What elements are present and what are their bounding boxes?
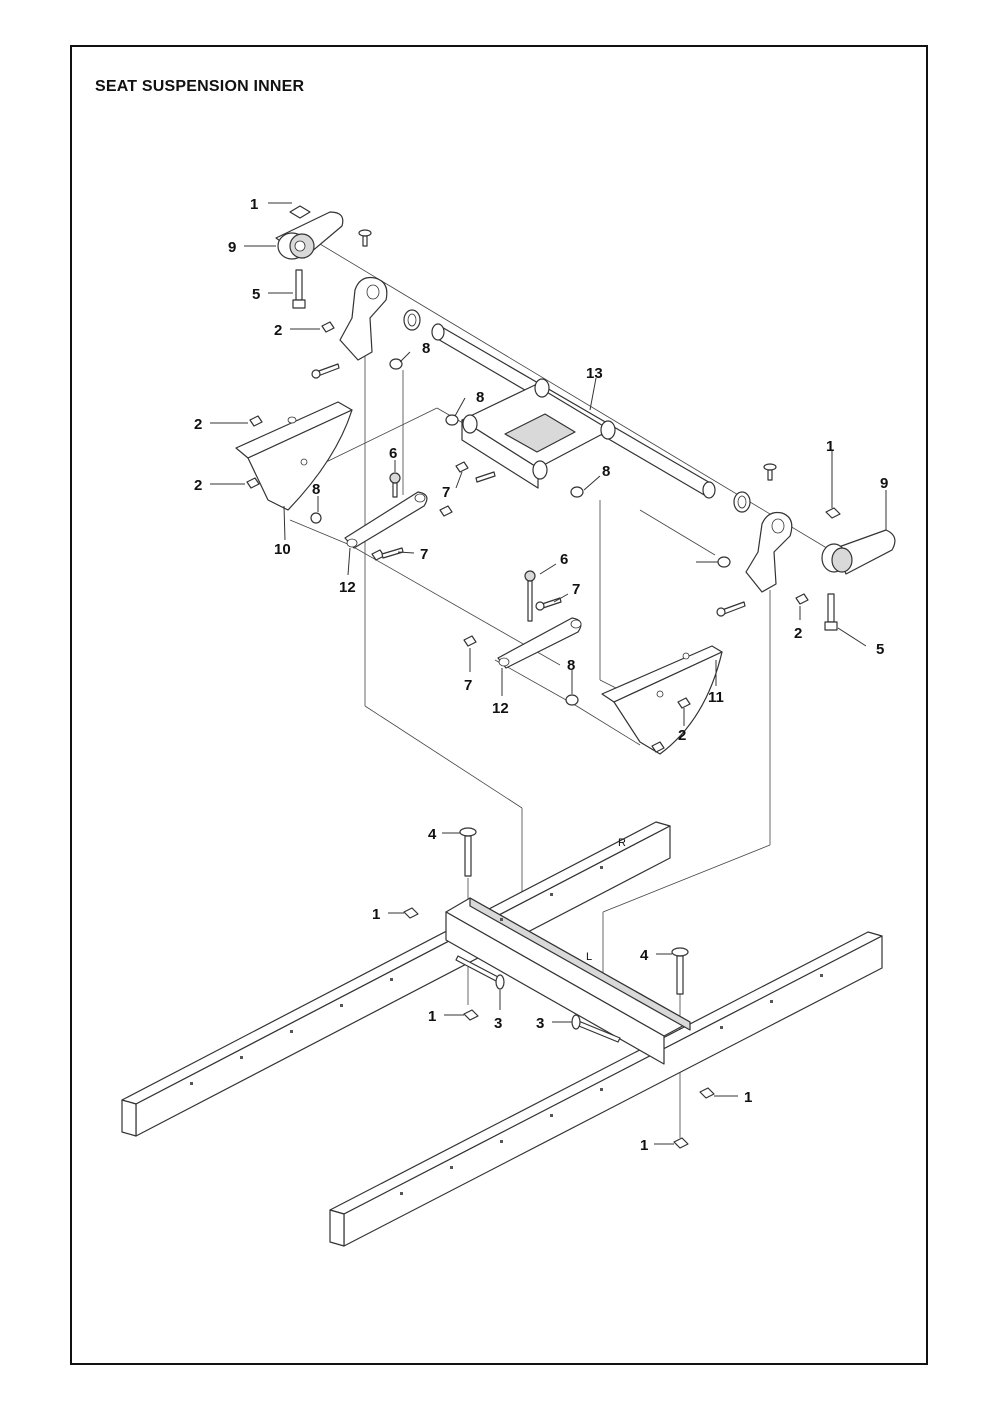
- callout-5: 5: [252, 286, 260, 303]
- callout-8: 8: [312, 481, 320, 498]
- lower-hardware: [403, 827, 715, 1149]
- right-link-arm: [463, 570, 582, 706]
- callout-8: 8: [476, 389, 484, 406]
- callout-8: 8: [567, 657, 575, 674]
- callout-8: 8: [422, 340, 430, 357]
- callout-8: 8: [602, 463, 610, 480]
- callout-3: 3: [536, 1015, 544, 1032]
- callout-2: 2: [274, 322, 282, 339]
- callout-12: 12: [339, 579, 356, 596]
- callout-leaders: [210, 202, 887, 1145]
- callout-1: 1: [428, 1008, 436, 1025]
- left-support-plate: [235, 401, 353, 511]
- callout-1: 1: [744, 1089, 752, 1106]
- frame-mark-l: L: [586, 951, 592, 963]
- callout-7: 7: [572, 581, 580, 598]
- left-bolt: [292, 269, 306, 309]
- callout-12: 12: [492, 700, 509, 717]
- top-carriage-bolt-right: [763, 463, 777, 481]
- callout-10: 10: [274, 541, 291, 558]
- callout-11: 11: [708, 689, 724, 706]
- frame-mark-r: R: [618, 837, 626, 849]
- right-side-hardware: [716, 556, 809, 617]
- callout-7: 7: [464, 677, 472, 694]
- callout-1: 1: [372, 906, 380, 923]
- right-bolt: [824, 593, 838, 631]
- callout-7: 7: [420, 546, 428, 563]
- callout-5: 5: [876, 641, 884, 658]
- callout-numbers: 1 9 5 2 8 8 13 2 2 6 7 8 10 7 12 1 9 8 6…: [194, 196, 888, 1154]
- callout-2: 2: [194, 477, 202, 494]
- left-mount-bracket: [339, 276, 388, 361]
- page-title: SEAT SUSPENSION INNER: [95, 78, 305, 95]
- upper-left-hardware: [246, 321, 584, 561]
- right-support-plate: [601, 645, 723, 755]
- callout-7: 7: [442, 484, 450, 501]
- callout-9: 9: [880, 475, 888, 492]
- callout-3: 3: [494, 1015, 502, 1032]
- right-mount-bracket: [745, 511, 793, 593]
- callout-6: 6: [560, 551, 568, 568]
- chassis-frame: [121, 821, 883, 1247]
- left-link-arm: [344, 472, 428, 549]
- left-pivot-lever: [275, 205, 344, 260]
- callout-2: 2: [794, 625, 802, 642]
- callout-9: 9: [228, 239, 236, 256]
- right-pivot-lever: [821, 507, 896, 575]
- callout-2: 2: [194, 416, 202, 433]
- top-carriage-bolt-left: [358, 229, 372, 247]
- diagram-border: [70, 45, 928, 1365]
- right-bushing: [733, 491, 751, 513]
- seat-mount-plate: [461, 378, 616, 489]
- left-bushing: [403, 309, 421, 331]
- callout-1: 1: [250, 196, 258, 213]
- callout-1: 1: [826, 438, 834, 455]
- callout-13: 13: [586, 365, 603, 382]
- callout-2: 2: [678, 727, 686, 744]
- callout-4: 4: [428, 826, 437, 843]
- callout-1: 1: [640, 1137, 648, 1154]
- callout-4: 4: [640, 947, 649, 964]
- rail-holes: [190, 866, 823, 1195]
- callout-6: 6: [389, 445, 397, 462]
